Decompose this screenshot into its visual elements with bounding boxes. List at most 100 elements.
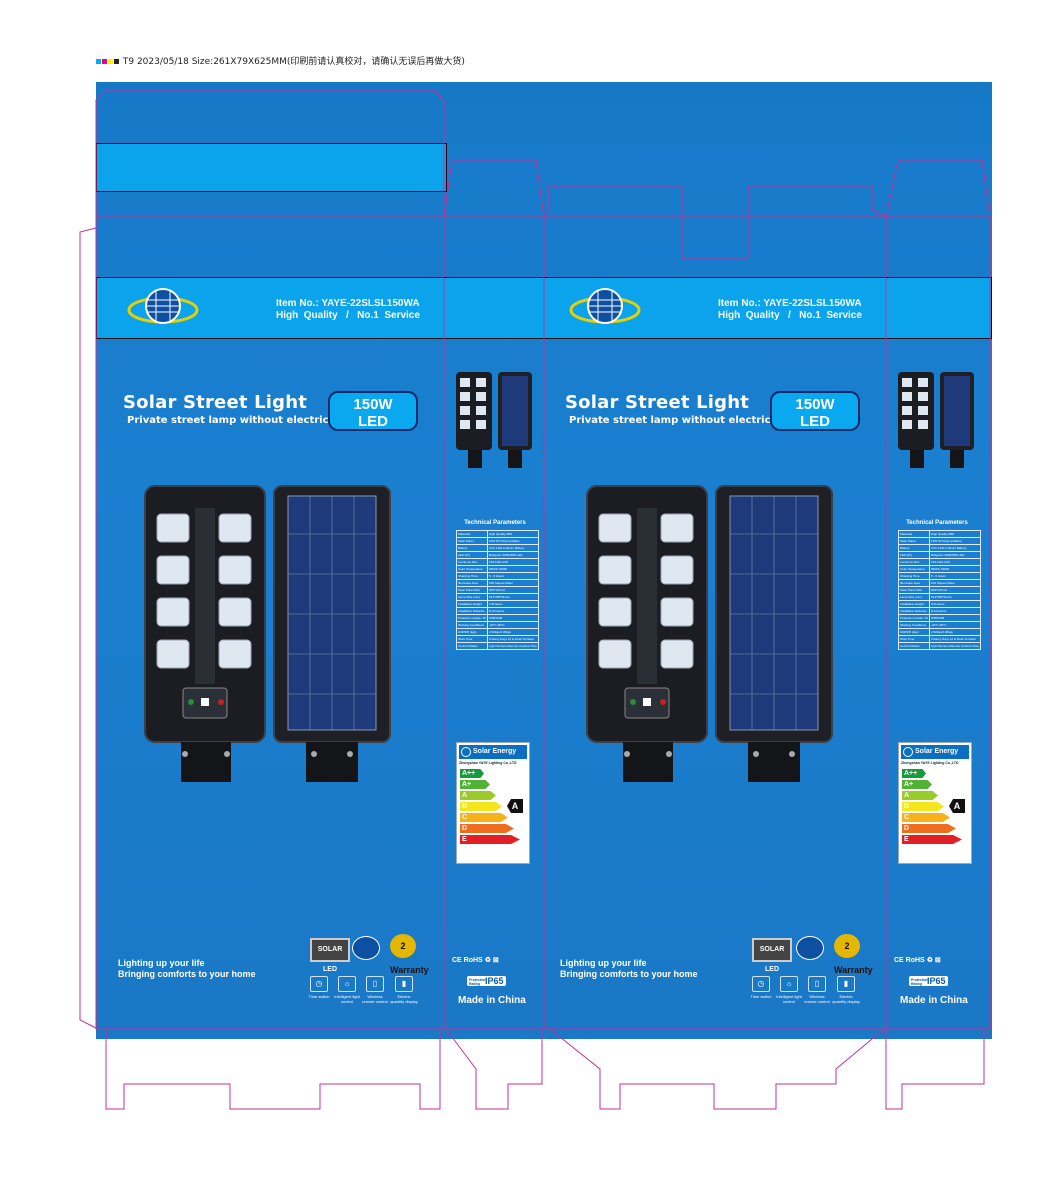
product-title: Solar Street Light <box>565 392 750 413</box>
spec-key: Charging Time <box>897 572 931 580</box>
spec-key: Color Temperature <box>897 565 931 573</box>
lamp-back-solar-image <box>273 485 391 782</box>
spec-row: Working Conditions-20°C-60°C <box>455 621 539 629</box>
feature-remote: ▯Wireless remote control <box>361 976 389 1004</box>
spec-value: Light Sensor+Remote Control+Time <box>487 642 539 650</box>
top-band <box>96 143 447 192</box>
spec-value: 100 Square Meter <box>929 579 981 587</box>
spec-key: Battery <box>897 544 931 552</box>
sun-icon: ☼ <box>338 976 356 992</box>
energy-grade-bar: C <box>902 813 950 822</box>
spec-value: -20°C-60°C <box>929 621 981 629</box>
spec-value: High Quality ABS <box>487 530 539 538</box>
spec-row: Lamp Size (mm)614*255*61mm <box>897 593 981 601</box>
sun-icon: ☼ <box>780 976 798 992</box>
spec-value: 8-12meters <box>929 607 981 615</box>
spec-key: Illuminate Area <box>455 579 489 587</box>
spec-key: Control Modes <box>455 642 489 650</box>
energy-grade-bar: E <box>902 835 962 844</box>
brand-logo-icon <box>127 288 199 324</box>
spec-value: 12W 6V Polycrystalline <box>487 537 539 545</box>
spec-value: 3-5meters <box>487 600 539 608</box>
spec-title: Technical Parameters <box>464 520 526 526</box>
item-number: Item No.: YAYE-22SLSL150WA <box>718 298 862 309</box>
spec-value: 12W 6V Polycrystalline <box>929 537 981 545</box>
spec-key: Control Modes <box>897 642 931 650</box>
spec-value: High Quality ABS <box>929 530 981 538</box>
energy-grade-bar: A++ <box>460 769 484 778</box>
lamp-front-image <box>144 485 266 782</box>
spec-key: Installation Height <box>455 600 489 608</box>
spec-key: Working Conditions <box>897 621 931 629</box>
mini-lamp-image <box>898 372 974 468</box>
energy-grade-bar: A++ <box>902 769 926 778</box>
globe-badge-icon <box>796 936 824 960</box>
remote-icon: ▯ <box>808 976 826 992</box>
clock-icon: ◷ <box>752 976 770 992</box>
spec-value: 606*231mm <box>487 586 539 594</box>
feature-light-control: ☼Intelligent light control <box>775 976 803 1004</box>
spec-value: Light Sensor+Remote Control+Time <box>929 642 981 650</box>
item-number: Item No.: YAYE-22SLSL150WA <box>276 298 420 309</box>
spec-key: Work Time <box>897 635 931 643</box>
spec-value: 614*255*61mm <box>487 593 539 601</box>
spec-key: Protection Grade / IK <box>455 614 489 622</box>
lamp-back-solar-image <box>715 485 833 782</box>
product-subtitle: Private street lamp without electricity <box>127 415 344 426</box>
power-type: LED <box>800 413 830 430</box>
spec-key: Lamp Size (mm) <box>455 593 489 601</box>
spec-key: Working Conditions <box>455 621 489 629</box>
spec-value: 6500K-7000K <box>487 565 539 573</box>
remote-icon: ▯ <box>366 976 384 992</box>
spec-value: 3 Rainy Days 12 H Dusk To Dawn <box>487 635 539 643</box>
brand-logo-icon <box>569 288 641 324</box>
print-info: T9 2023/05/18 Size:261X79X625MM(印刷前请认真校对… <box>96 54 465 67</box>
spec-key: Illuminate Area <box>897 579 931 587</box>
energy-company: Zhongshan YAYE Lighting Co.,LTD <box>901 761 959 765</box>
spec-value: 606*231mm <box>929 586 981 594</box>
feature-time-switch: ◷Time switch <box>747 976 775 999</box>
spec-key: Color Temperature <box>455 565 489 573</box>
energy-grade-bar: C <box>460 813 508 822</box>
spec-value: 3-5meters <box>929 600 981 608</box>
feature-battery: ▮Electric quantity display <box>390 976 418 1004</box>
feature-light-control: ☼Intelligent light control <box>333 976 361 1004</box>
mini-lamp-image <box>456 372 532 468</box>
recycle-icon: ♻ ⊠ <box>926 957 941 964</box>
spec-key: LED QTy <box>455 551 489 559</box>
spec-key: Solar Panel <box>455 537 489 545</box>
spec-key: Luminous Flux <box>897 558 931 566</box>
energy-grade-bar: A+ <box>460 780 490 789</box>
energy-grade-bar: B <box>460 802 502 811</box>
energy-grade-bar: A+ <box>902 780 932 789</box>
solar-led-badge: SOLAR LED <box>752 938 792 973</box>
spec-row: Working Conditions-20°C-60°C <box>897 621 981 629</box>
spec-value: 614*255*61mm <box>929 593 981 601</box>
product-title: Solar Street Light <box>123 392 308 413</box>
made-in-china: Made in China <box>458 995 526 1006</box>
power-value: 150W <box>795 396 835 413</box>
